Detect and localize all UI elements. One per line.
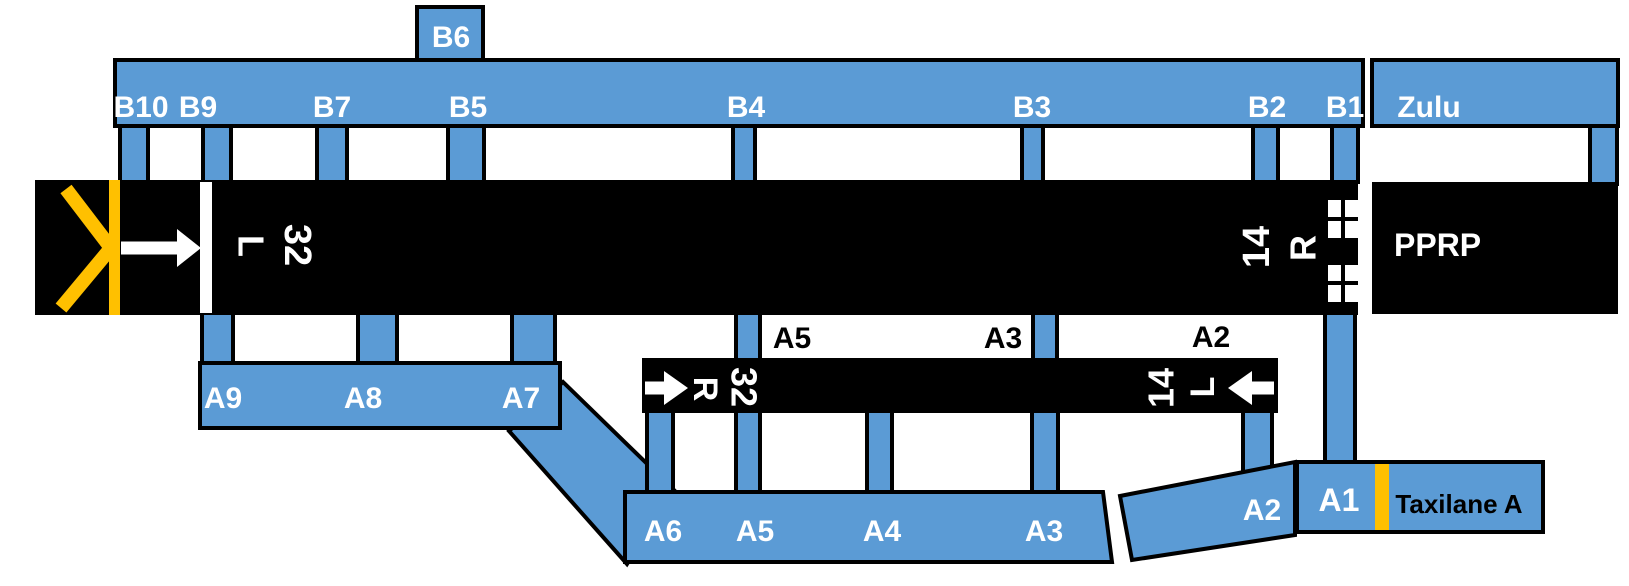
taxiway-a-upper-bar bbox=[198, 361, 562, 430]
threshold-stripe bbox=[1328, 200, 1341, 217]
runway-arrowhead-left-end bbox=[177, 229, 201, 267]
threshold-stripe bbox=[1345, 285, 1358, 302]
connector-a9 bbox=[200, 311, 235, 367]
label-b5: B5 bbox=[449, 91, 487, 124]
runway-marking-32l-number: 32 bbox=[276, 224, 318, 266]
label-b6: B6 bbox=[432, 21, 470, 54]
label-pprp: PPRP bbox=[1394, 227, 1481, 263]
label-a9: A9 bbox=[204, 382, 242, 415]
taxiway-b-bar bbox=[113, 58, 1365, 128]
label-b9: B9 bbox=[179, 91, 217, 124]
connector-b2 bbox=[1251, 122, 1280, 184]
runway-marking-32r-letter: R bbox=[686, 377, 724, 402]
parallel-runway-arrowhead-left bbox=[664, 371, 688, 405]
label-crossing-a2: A2 bbox=[1192, 321, 1230, 354]
connector-a4 bbox=[865, 409, 894, 496]
label-a4: A4 bbox=[863, 515, 902, 548]
label-taxilane-a: Taxilane A bbox=[1395, 489, 1522, 519]
label-a2-segment: A2 bbox=[1243, 494, 1281, 527]
threshold-stripe bbox=[1328, 285, 1341, 302]
label-a8: A8 bbox=[344, 382, 382, 415]
runway-marking-14r-number: 14 bbox=[1236, 226, 1278, 268]
parallel-runway-arrowhead-right bbox=[1228, 371, 1252, 405]
taxiway-a1-taxilane-box bbox=[1295, 460, 1545, 534]
label-crossing-a3: A3 bbox=[984, 322, 1022, 355]
runway-marking-14r-letter: R bbox=[1283, 235, 1324, 261]
runway-marking-32r-number: 32 bbox=[724, 367, 765, 407]
threshold-line bbox=[200, 182, 212, 313]
connector-b9 bbox=[201, 122, 233, 184]
threshold-stripe bbox=[1345, 221, 1358, 238]
connector-b5 bbox=[446, 122, 486, 184]
chevron-arm-lower bbox=[55, 243, 117, 313]
taxiway-a2-segment bbox=[1117, 459, 1297, 563]
label-a3: A3 bbox=[1025, 515, 1063, 548]
threshold-stripe bbox=[1345, 265, 1358, 281]
runway-32l-14r bbox=[35, 180, 1358, 315]
runway-marking-14l-number: 14 bbox=[1141, 368, 1182, 408]
runway-marking-14l-letter: L bbox=[1184, 377, 1222, 398]
connector-a2 bbox=[1241, 409, 1274, 475]
connector-a5-between-runways bbox=[734, 311, 762, 362]
connector-a7 bbox=[510, 311, 557, 367]
connector-a5 bbox=[734, 409, 762, 496]
runway-marking-32l-letter: L bbox=[231, 235, 272, 257]
label-b4: B4 bbox=[727, 91, 766, 124]
connector-b3 bbox=[1020, 122, 1045, 184]
label-crossing-a5: A5 bbox=[773, 322, 811, 355]
label-b10: B10 bbox=[113, 91, 168, 124]
label-a5: A5 bbox=[736, 515, 774, 548]
connector-a6 bbox=[645, 409, 675, 496]
pprp-pad bbox=[1372, 182, 1618, 314]
taxiway-zulu-box bbox=[1370, 58, 1620, 128]
connector-b7 bbox=[315, 122, 349, 184]
connector-b1 bbox=[1330, 122, 1360, 184]
label-zulu: Zulu bbox=[1397, 91, 1460, 124]
threshold-stripe bbox=[1345, 200, 1358, 217]
chevron-bar bbox=[109, 180, 120, 315]
threshold-stripe bbox=[1328, 265, 1341, 281]
connector-b10 bbox=[118, 122, 150, 184]
connector-zulu-pprp bbox=[1588, 122, 1619, 186]
connector-a3-between-runways bbox=[1031, 311, 1059, 362]
label-b3: B3 bbox=[1013, 91, 1051, 124]
runway-32r-14l bbox=[642, 358, 1278, 413]
taxiway-a-lower-bar bbox=[623, 490, 1115, 564]
connector-a1-long bbox=[1323, 311, 1357, 466]
threshold-stripe bbox=[1328, 221, 1341, 238]
label-a1: A1 bbox=[1319, 482, 1360, 518]
label-b7: B7 bbox=[313, 91, 351, 124]
connector-b4 bbox=[731, 122, 757, 184]
label-a7: A7 bbox=[502, 382, 540, 415]
connector-a3 bbox=[1030, 409, 1060, 496]
label-a6: A6 bbox=[644, 515, 682, 548]
label-b1: B1 bbox=[1326, 91, 1364, 124]
a1-yellow-hold-bar bbox=[1375, 464, 1389, 530]
chevron-arm-upper bbox=[60, 184, 117, 253]
connector-a8 bbox=[356, 311, 399, 367]
label-b2: B2 bbox=[1248, 91, 1286, 124]
